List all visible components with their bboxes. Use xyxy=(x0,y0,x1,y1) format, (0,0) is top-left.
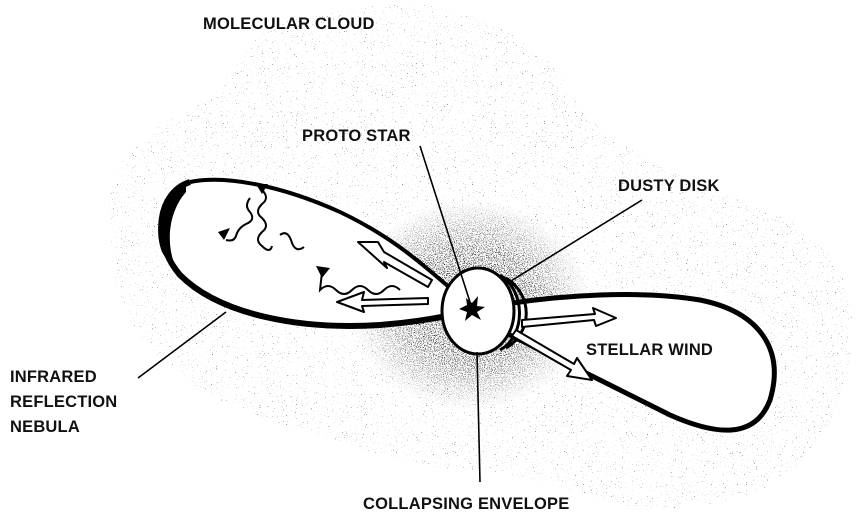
label-infrared-line2: REFLECTION xyxy=(10,393,117,411)
label-collapsing-envelope: COLLAPSING ENVELOPE xyxy=(363,495,569,513)
label-dusty-disk: DUSTY DISK xyxy=(618,177,720,195)
label-infrared-line1: INFRARED xyxy=(10,368,97,386)
label-stellar-wind: STELLAR WIND xyxy=(586,341,713,359)
label-proto-star: PROTO STAR xyxy=(302,127,411,145)
label-infrared-line3: NEBULA xyxy=(10,418,80,436)
label-molecular-cloud: MOLECULAR CLOUD xyxy=(203,15,375,33)
